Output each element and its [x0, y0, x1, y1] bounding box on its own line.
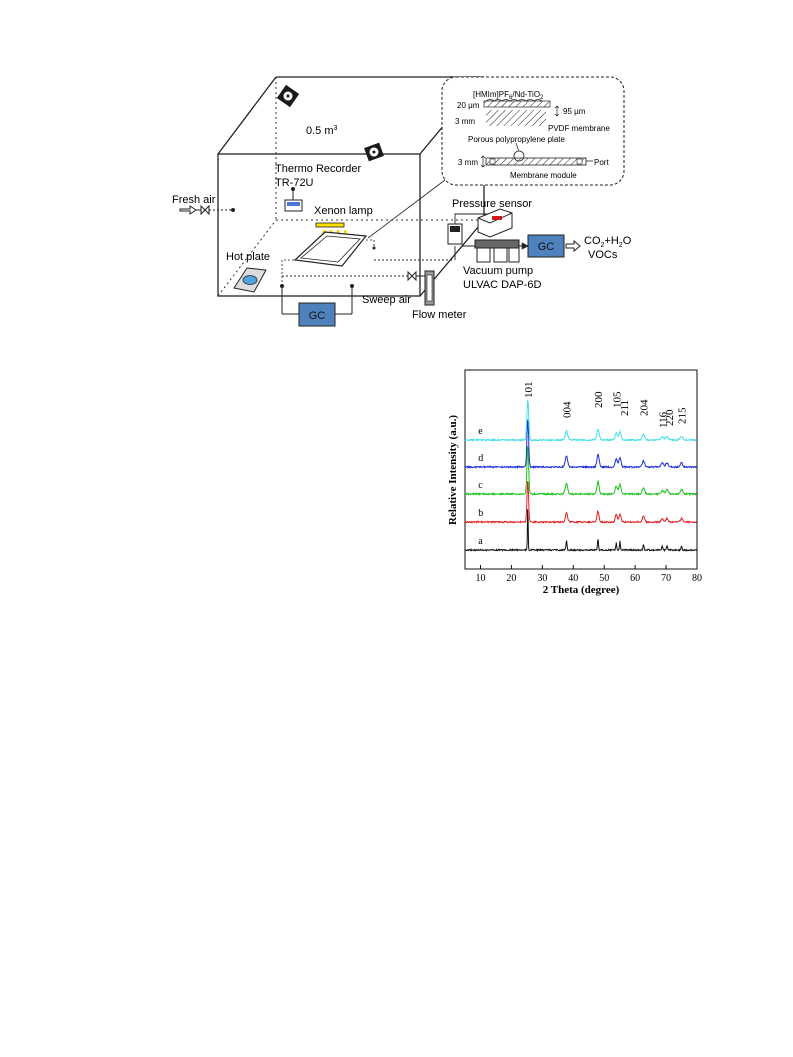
gc-box-right — [527, 234, 565, 258]
membrane-layers — [483, 99, 551, 126]
coating-label: [HMIm]PF6/Nd-TiO2 — [473, 90, 544, 101]
dim-95um — [554, 105, 560, 117]
chamber-volume-label: 0.5 m3 — [306, 125, 338, 137]
porous-plate-label: Porous polypropylene plate — [468, 135, 566, 144]
gc-box-bottom — [298, 302, 336, 327]
thickness-3mm-a: 3 mm — [455, 117, 475, 126]
peak-label-200: 200 — [593, 391, 605, 408]
fresh-air-label: Fresh air — [172, 194, 216, 206]
chamber-hidden-edges — [217, 77, 484, 297]
x-tick-label: 10 — [475, 573, 485, 584]
thermo-recorder-model: TR-72U — [275, 177, 314, 189]
vacuum-pump-model: ULVAC DAP-6D — [463, 279, 542, 291]
peak-label-220: 220 — [664, 409, 676, 426]
setup-schematic: 0.5 m3 Thermo Recorder TR-72U Fresh air … — [172, 76, 632, 327]
hot-plate-label: Hot plate — [226, 251, 270, 263]
thickness-20um: 20 μm — [457, 101, 480, 110]
thickness-3mm-b: 3 mm — [458, 158, 478, 167]
x-tick-label: 30 — [537, 573, 547, 584]
pressure-sensor-label: Pressure sensor — [452, 198, 532, 210]
series-line-e — [464, 399, 697, 443]
peak-label-215: 215 — [677, 407, 689, 424]
gc-label-bottom: GC — [309, 310, 326, 322]
series-label-a: a — [478, 536, 483, 547]
flow-meter-icon — [424, 270, 435, 306]
peak-label-204: 204 — [638, 399, 650, 416]
peak-label-116: 116 — [657, 411, 669, 428]
thermo-recorder-label: Thermo Recorder — [275, 163, 362, 175]
x-tick-label: 60 — [630, 573, 640, 584]
gc-label-right: GC — [538, 241, 555, 253]
series-label-e: e — [478, 426, 483, 437]
flow-meter-label: Flow meter — [412, 309, 467, 321]
thermo-recorder-icon — [284, 187, 303, 212]
port-dot — [372, 246, 376, 250]
x-tick-label: 70 — [661, 573, 671, 584]
xenon-lamp-label: Xenon lamp — [314, 205, 373, 217]
series-line-a — [464, 509, 697, 553]
x-tick-label: 80 — [692, 573, 702, 584]
y-axis-title: Relative Intensity (a.u.) — [447, 415, 459, 525]
vacuum-pump-label: Vacuum pump — [463, 265, 533, 277]
outlet-products: CO2+H2O — [584, 235, 632, 249]
x-tick-label: 50 — [599, 573, 609, 584]
module-drawing — [480, 142, 593, 168]
outlet-vocs: VOCs — [588, 249, 618, 261]
x-tick-label: 20 — [506, 573, 516, 584]
pvdf-label: PVDF membrane — [548, 124, 610, 133]
x-tick-label: 40 — [568, 573, 578, 584]
fan-icon — [364, 142, 384, 162]
sweep-loop — [281, 239, 375, 286]
fan-icon — [276, 84, 300, 108]
series-line-b — [464, 481, 697, 525]
peak-label-211: 211 — [619, 400, 631, 416]
pressure-sensor-icon — [447, 208, 513, 245]
gc-loop — [280, 284, 354, 315]
peak-label-105: 105 — [611, 391, 623, 408]
inset-leader — [367, 179, 446, 239]
fresh-air-inlet — [179, 204, 235, 216]
sweep-air-line — [282, 270, 426, 282]
port-label: Port — [594, 158, 609, 167]
series-line-d — [464, 419, 697, 470]
sweep-air-label: Sweep air — [362, 294, 411, 306]
series-label-b: b — [478, 508, 483, 519]
vacuum-pump-icon — [474, 239, 520, 263]
thickness-95um: 95 μm — [563, 107, 586, 116]
series-layer: a b c d e — [464, 399, 697, 553]
hot-plate-icon — [233, 267, 267, 293]
plot-frame — [464, 369, 698, 570]
membrane-module-in-chamber — [293, 231, 368, 267]
series-label-d: d — [478, 453, 483, 464]
peak-label-004: 004 — [561, 401, 573, 418]
x-axis: 10 20 30 40 50 60 70 80 — [475, 565, 702, 584]
membrane-module-label: Membrane module — [510, 171, 577, 180]
peak-label-101: 101 — [523, 382, 535, 399]
outlet-arrow — [565, 239, 581, 253]
x-axis-title: 2 Theta (degree) — [543, 584, 620, 596]
series-label-c: c — [478, 480, 483, 491]
series-line-c — [464, 446, 697, 497]
